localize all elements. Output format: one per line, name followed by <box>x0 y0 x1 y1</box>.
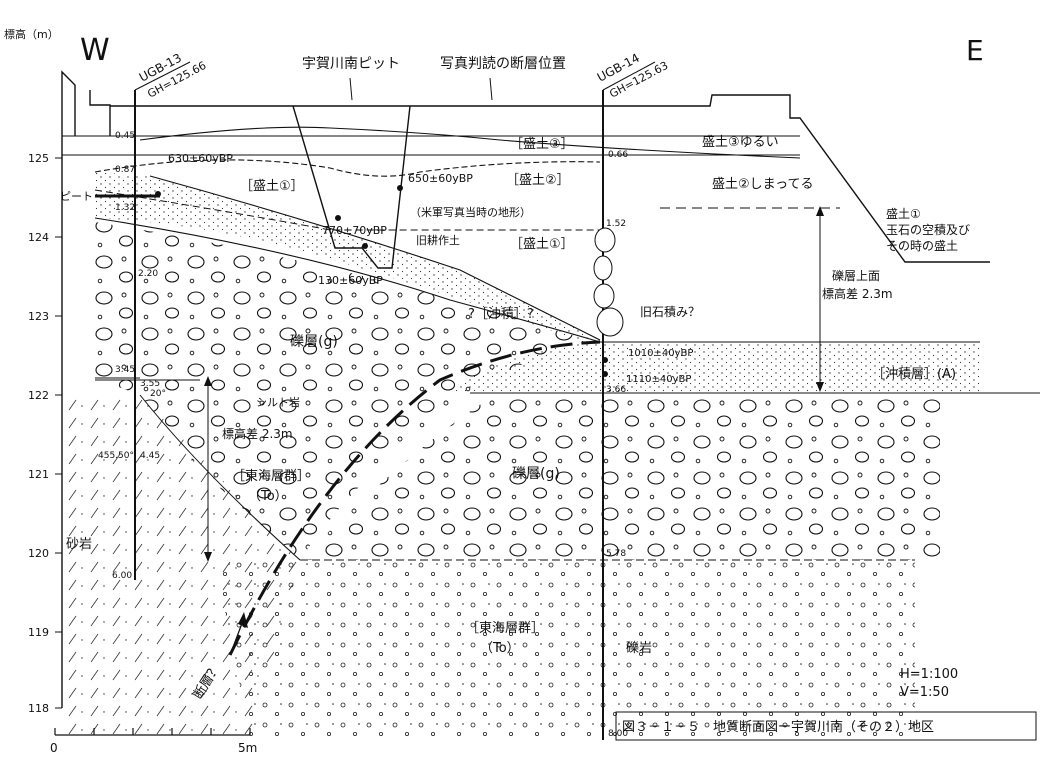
fault-position-label: 写真判読の断層位置 <box>440 55 566 72</box>
old-wall-label: 旧石積み？ <box>640 304 700 319</box>
depth-045: 0.45 <box>115 131 135 141</box>
depth-366: 3.66 <box>606 385 626 395</box>
dip-20: 20° <box>150 389 166 399</box>
y-tick-125: 125 <box>28 152 49 165</box>
y-tick-119: 119 <box>28 626 49 639</box>
gravel-top-label-2: 標高差 2.3m <box>822 286 893 301</box>
alluvium-body <box>450 342 980 393</box>
depth-345: 3.45 <box>115 365 135 375</box>
fault-line <box>228 340 601 656</box>
depth-355: 3.55 <box>140 379 160 389</box>
tokai-label-1: ［東海層群］ <box>232 468 310 484</box>
fill1-note-2: 玉石の空積及び <box>886 222 970 237</box>
y-tick-124: 124 <box>28 231 49 244</box>
age-630: 630±60yBP <box>168 152 233 165</box>
age-1110: 1110±40yBP <box>626 374 691 385</box>
alluvium-a-label: ［沖積層］(A) <box>872 367 956 382</box>
depth-152: 1.52 <box>606 219 626 229</box>
figure-caption: 図３－１－５ 地質断面図ー宇賀川南（その２）地区 <box>622 719 934 735</box>
ground-profile <box>61 70 990 708</box>
depth-066: 0.66 <box>608 150 628 160</box>
east-label: E <box>966 34 984 67</box>
fill1-base <box>94 217 601 343</box>
scale-h: H=1:100 <box>900 667 958 682</box>
upper-gravel-body <box>95 222 590 560</box>
scale-bar <box>54 728 251 736</box>
borehole-ugb14-leader <box>602 61 656 91</box>
siltstone-label: シルト岩 <box>256 395 300 409</box>
depth-578: 5.78 <box>606 549 626 559</box>
peat-label: ピート <box>60 190 93 203</box>
age-130: 130±60yBP <box>318 274 383 287</box>
fill1-label-a: ［盛土①］ <box>240 179 304 194</box>
conglomerate-label: 礫岩 <box>626 640 652 656</box>
fill2-top <box>94 159 601 177</box>
gravel-g-label-2: 礫層(g) <box>512 466 560 482</box>
gravel-top-dashed <box>94 189 600 231</box>
fill2-firm-label: 盛土②しまってる <box>712 177 814 192</box>
depth-600: 6.00 <box>112 571 132 581</box>
sandstone-body <box>62 395 300 738</box>
depth-800: 8.00 <box>608 729 628 739</box>
west-label: W <box>80 33 110 68</box>
y-tick-121: 121 <box>28 468 49 481</box>
fill1-note-1: 盛土① <box>886 206 921 221</box>
to-label-2: （To） <box>480 641 520 656</box>
depth-132: 1.32 <box>115 203 135 213</box>
tokai-label-2: ［東海層群］ <box>466 620 544 636</box>
y-axis-labels: 125 124 123 122 121 120 119 118 <box>28 152 49 715</box>
scale-zero: 0 <box>50 741 58 755</box>
fill3-loose-label: 盛土③ゆるい <box>702 135 779 150</box>
y-tick-118: 118 <box>28 702 49 715</box>
borehole-ugb13-leader <box>134 61 191 91</box>
age-1010: 1010±40yBP <box>628 348 693 359</box>
fill1-top <box>149 175 601 341</box>
depth-220: 2.20 <box>138 269 158 279</box>
alluvium-question: ?［沖積］? <box>468 307 534 322</box>
depth-marks: 0.45 0.87 1.32 2.20 3.45 3.55 0.66 1.52 … <box>98 131 628 739</box>
pit-outline <box>292 105 411 269</box>
depth-445: 4.45 <box>140 451 160 461</box>
fill1-note-3: その時の盛土 <box>886 238 958 253</box>
to-label-1: （To） <box>248 489 288 504</box>
fill2-label: ［盛土②］ <box>506 173 570 188</box>
fill1-sand-band <box>95 172 600 345</box>
y-tick-122: 122 <box>28 389 49 402</box>
y-tick-120: 120 <box>28 547 49 560</box>
gravel-top-label-1: 礫層上面 <box>832 268 880 283</box>
conglomerate-body <box>215 560 915 738</box>
age-770: 770±70yBP <box>322 224 387 237</box>
gravel-g-label-1: 礫層(g) <box>290 334 338 350</box>
elev-diff-label: 標高差 2.3m <box>222 426 293 441</box>
age-650: 650±60yBP <box>408 172 473 185</box>
y-axis-ticks <box>55 157 62 709</box>
sandstone-label: 砂岩 <box>66 537 92 552</box>
fill3-label: ［盛土③］ <box>510 137 574 152</box>
depth-087: 0.87 <box>115 165 135 175</box>
alluvium-base <box>95 377 1040 394</box>
fill1-label-b: ［盛土①］ <box>510 237 574 252</box>
scale-5m: 5m <box>238 741 257 755</box>
fill3-base <box>139 126 801 159</box>
y-tick-123: 123 <box>28 310 49 323</box>
pit-label: 宇賀川南ピット <box>302 56 400 72</box>
fault-arrowhead <box>238 612 248 628</box>
lower-gravel-body <box>300 392 940 560</box>
caption-frame <box>615 711 1037 741</box>
old-stone-wall <box>593 227 624 337</box>
tokai-boundary <box>95 379 301 561</box>
depth-455: 455.50° <box>98 451 134 461</box>
scale-v: V=1:50 <box>900 685 949 700</box>
us-photo-note: （米軍写真当時の地形） <box>410 205 531 219</box>
old-soil-label: 旧耕作土 <box>416 233 460 247</box>
axis-label: 標高（m） <box>4 27 59 41</box>
